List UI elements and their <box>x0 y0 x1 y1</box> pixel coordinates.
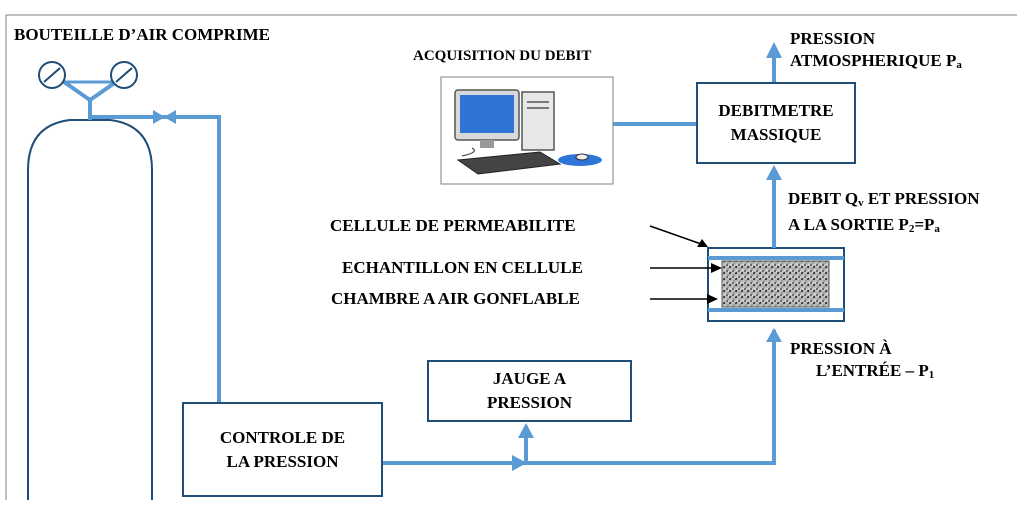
cylinder-label: BOUTEILLE D’AIR COMPRIME <box>14 25 270 44</box>
monitor-stand <box>480 140 494 148</box>
controle-line2: LA PRESSION <box>226 451 339 471</box>
jauge-box: JAUGE A PRESSION <box>427 360 632 422</box>
entree-line2-text: L’ENTRÉE – P <box>816 361 929 380</box>
debit-line1-sub: v <box>858 197 864 209</box>
jauge-line1: JAUGE A <box>492 369 567 388</box>
supply-arrow-icon <box>153 110 165 124</box>
regulator-arm-right <box>88 80 118 102</box>
tower-icon <box>521 91 555 151</box>
debit-label: DEBIT Qv ET PRESSION A LA SORTIE P2=Pa <box>788 188 979 240</box>
debit-line1-a: DEBIT Q <box>788 189 859 208</box>
entree-line2: L’ENTRÉE – P1 <box>790 360 934 386</box>
gas-cylinder <box>27 119 153 500</box>
keyboard-cable <box>461 147 475 157</box>
debit-line2-a: A LA SORTIE P <box>788 215 909 234</box>
entree-label: PRESSION À L’ENTRÉE – P1 <box>790 338 934 386</box>
debit-line2-b: =P <box>914 215 935 234</box>
chambre-label: CHAMBRE A AIR GONFLABLE <box>331 289 580 308</box>
inlet-arrow-1 <box>512 455 527 471</box>
keyboard-icon <box>456 151 562 175</box>
entree-sub: 1 <box>928 369 935 381</box>
debitmetre-line1: DEBITMETRE <box>718 101 834 120</box>
mouse-icon <box>575 153 589 161</box>
chambre-pointer-head <box>707 294 718 304</box>
controle-line1: CONTROLE DE <box>219 427 346 447</box>
echantillon-pointer-head <box>711 263 722 273</box>
debit-line1: DEBIT Qv ET PRESSION <box>788 188 979 214</box>
exhaust-arrow-up <box>766 42 782 58</box>
sample-in-cell <box>721 260 830 308</box>
debit-line1-b: ET PRESSION <box>863 189 980 208</box>
monitor-screen <box>460 95 514 133</box>
controle-box: CONTROLE DE LA PRESSION <box>182 402 383 497</box>
outlet-arrow-up <box>766 165 782 180</box>
echantillon-label: ECHANTILLON EN CELLULE <box>342 258 583 277</box>
acquisition-label: ACQUISITION DU DEBIT <box>413 48 592 64</box>
debit-line2-sub2: a <box>934 223 940 235</box>
pression-atm-line2-text: ATMOSPHERIQUE P <box>790 51 957 70</box>
debit-line2: A LA SORTIE P2=Pa <box>788 214 979 240</box>
gauge-left-needle <box>43 67 61 83</box>
cellule-label: CELLULE DE PERMEABILITE <box>330 216 576 235</box>
entree-line1: PRESSION À <box>790 339 892 358</box>
cellule-pointer <box>649 225 705 246</box>
cellule-pointer-head <box>697 239 708 247</box>
gauge-right-needle <box>115 67 133 83</box>
pression-atm-sub: a <box>956 59 962 71</box>
pression-atm-label: PRESSION ATMOSPHERIQUE Pa <box>790 28 962 76</box>
pression-atm-line1: PRESSION <box>790 29 876 48</box>
inlet-arrow-up <box>766 328 782 342</box>
debitmetre-line2: MASSIQUE <box>730 125 822 144</box>
jauge-line2: PRESSION <box>486 393 573 412</box>
debitmetre-box: DEBITMETRE MASSIQUE <box>696 82 856 164</box>
debit-line2-sub1: 2 <box>908 223 915 235</box>
gauge-arrow <box>518 423 534 438</box>
pression-atm-line2: ATMOSPHERIQUE Pa <box>790 50 962 76</box>
valve-icon <box>164 110 176 124</box>
supply-pipe <box>88 115 221 402</box>
regulator-arm-left <box>62 80 92 102</box>
